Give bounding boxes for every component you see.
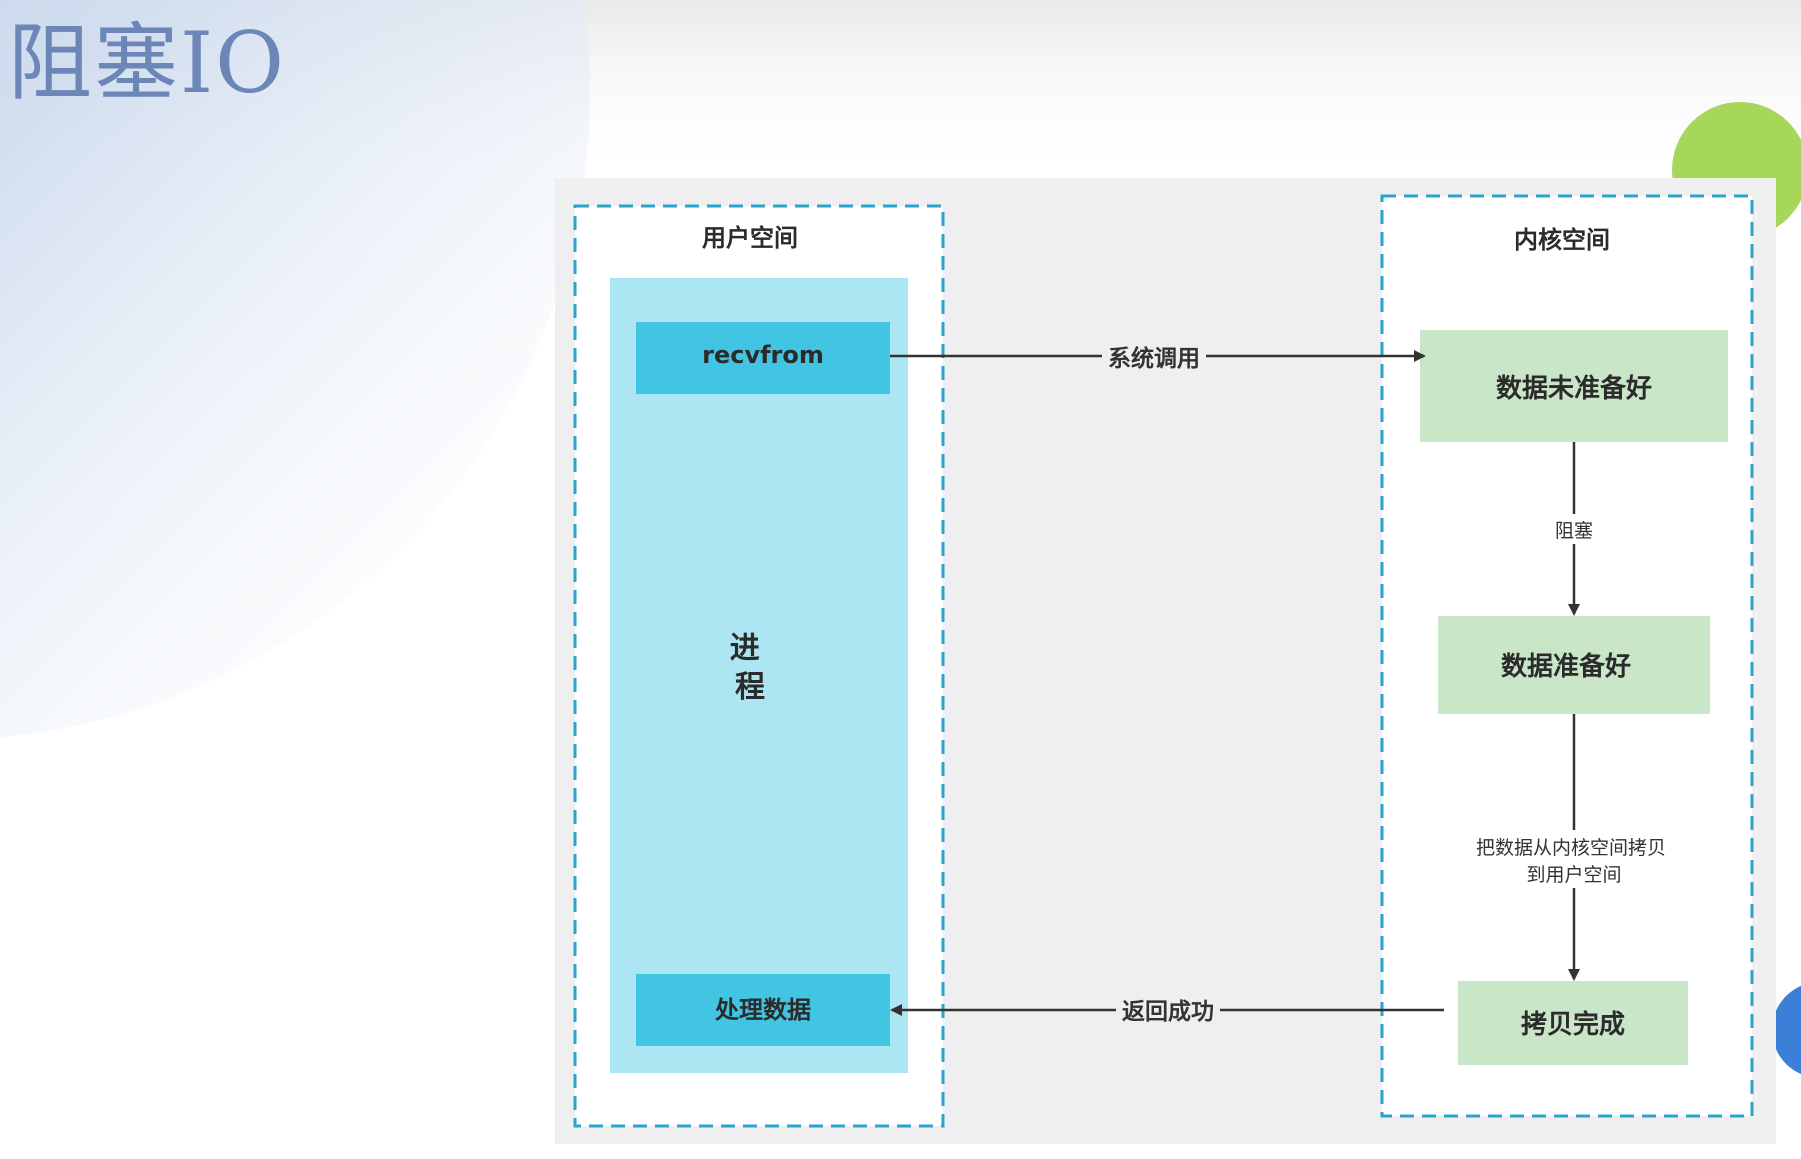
block-label: 阻塞 (1555, 520, 1593, 542)
syscall-label-bg (1102, 340, 1206, 372)
copy-done-node (1458, 981, 1688, 1065)
process-data-node (636, 974, 890, 1046)
blue-corner-decoration (1772, 985, 1801, 1075)
recvfrom-label: recvfrom (702, 341, 824, 369)
process-column (610, 278, 908, 1073)
recvfrom-node (636, 322, 890, 394)
data-ready-node (1438, 616, 1710, 714)
data-not-ready-node (1420, 330, 1728, 442)
return-label-bg (1116, 994, 1220, 1026)
process-label: 进 程 (730, 631, 770, 705)
copy-label: 把数据从内核空间拷贝 到用户空间 (1476, 837, 1672, 886)
copy-label-line: 到用户空间 (1526, 864, 1621, 886)
data-ready-label: 数据准备好 (1501, 652, 1631, 682)
process-label-line: 程 (735, 670, 765, 705)
user-space-label: 用户空间 (702, 224, 798, 252)
kernel-space-label: 内核空间 (1514, 226, 1610, 254)
process-label-line: 进 (730, 631, 760, 666)
data-not-ready-label: 数据未准备好 (1496, 374, 1652, 404)
copy-label-line: 把数据从内核空间拷贝 (1476, 837, 1666, 859)
copy-label-bg (1460, 830, 1688, 888)
syscall-label: 系统调用 (1108, 345, 1200, 372)
return-label: 返回成功 (1122, 999, 1214, 1025)
block-label-bg (1548, 514, 1600, 544)
copy-done-label: 拷贝完成 (1521, 1009, 1625, 1040)
process-data-label: 处理数据 (714, 996, 811, 1024)
blue-blob-decoration (0, 0, 590, 738)
slide-title: 阻塞IO (8, 14, 287, 112)
